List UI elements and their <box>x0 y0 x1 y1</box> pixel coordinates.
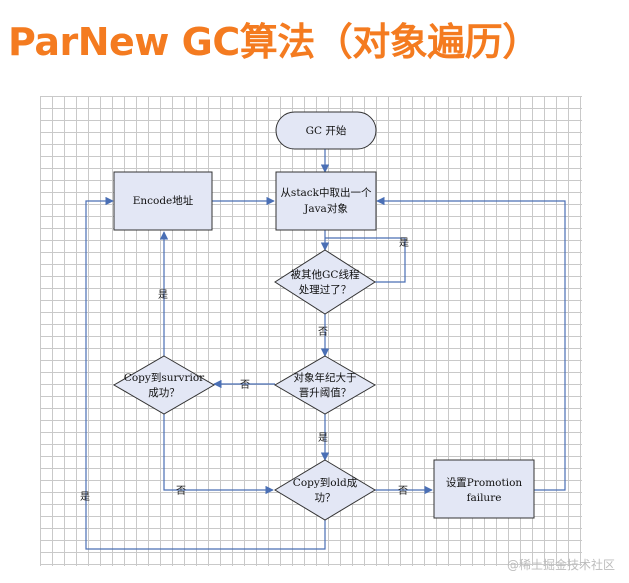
page-title: ParNew GC算法（对象遍历） <box>8 20 540 64</box>
old-label-2: 功？ <box>315 492 336 504</box>
node-survivor-decision <box>113 355 215 415</box>
watermark: @稀土掘金技术社区 <box>506 558 615 572</box>
claimed-label-1: 被其他GC线程 <box>291 268 360 281</box>
edge-label-claimed-yes: 是 <box>399 237 409 249</box>
take-label-2: Java对象 <box>303 202 348 215</box>
edge-label-old-yes: 是 <box>80 491 90 503</box>
node-claimed-decision <box>274 249 376 315</box>
node-encode-address <box>113 171 213 231</box>
age-label-1: 对象年纪大于 <box>294 371 357 384</box>
node-take-object <box>275 171 377 231</box>
node-old-decision <box>274 459 376 521</box>
encode-label: Encode地址 <box>133 194 194 207</box>
survivor-label-1: Copy到survrior <box>124 372 205 384</box>
take-label-1: 从stack中取出一个 <box>280 186 372 199</box>
edge-label-old-no: 否 <box>398 485 408 497</box>
survivor-label-2: 成功？ <box>148 387 180 399</box>
claimed-label-2: 处理过了？ <box>299 283 352 296</box>
node-age-decision <box>274 355 376 415</box>
node-promotion-failure <box>433 459 535 519</box>
node-gc-start <box>275 111 377 150</box>
promo-label-1: 设置Promotion <box>446 477 523 489</box>
edge-survivor-no-to-old <box>163 414 274 495</box>
edge-label-survivor-no: 否 <box>176 485 186 497</box>
edge-label-survivor-yes: 是 <box>158 289 168 301</box>
edge-label-age-no: 否 <box>240 379 250 391</box>
promo-label-2: failure <box>467 492 502 504</box>
edge-old-yes-to-encode <box>85 196 326 550</box>
edge-claimed-yes-back <box>325 237 406 283</box>
age-label-2: 晋升阈值？ <box>299 386 352 399</box>
start-label: GC 开始 <box>306 124 347 137</box>
edge-label-age-yes: 是 <box>318 432 328 444</box>
edge-label-claimed-no: 否 <box>318 326 328 338</box>
edge-promo-to-take <box>376 196 566 491</box>
old-label-1: Copy到old成 <box>293 477 358 489</box>
